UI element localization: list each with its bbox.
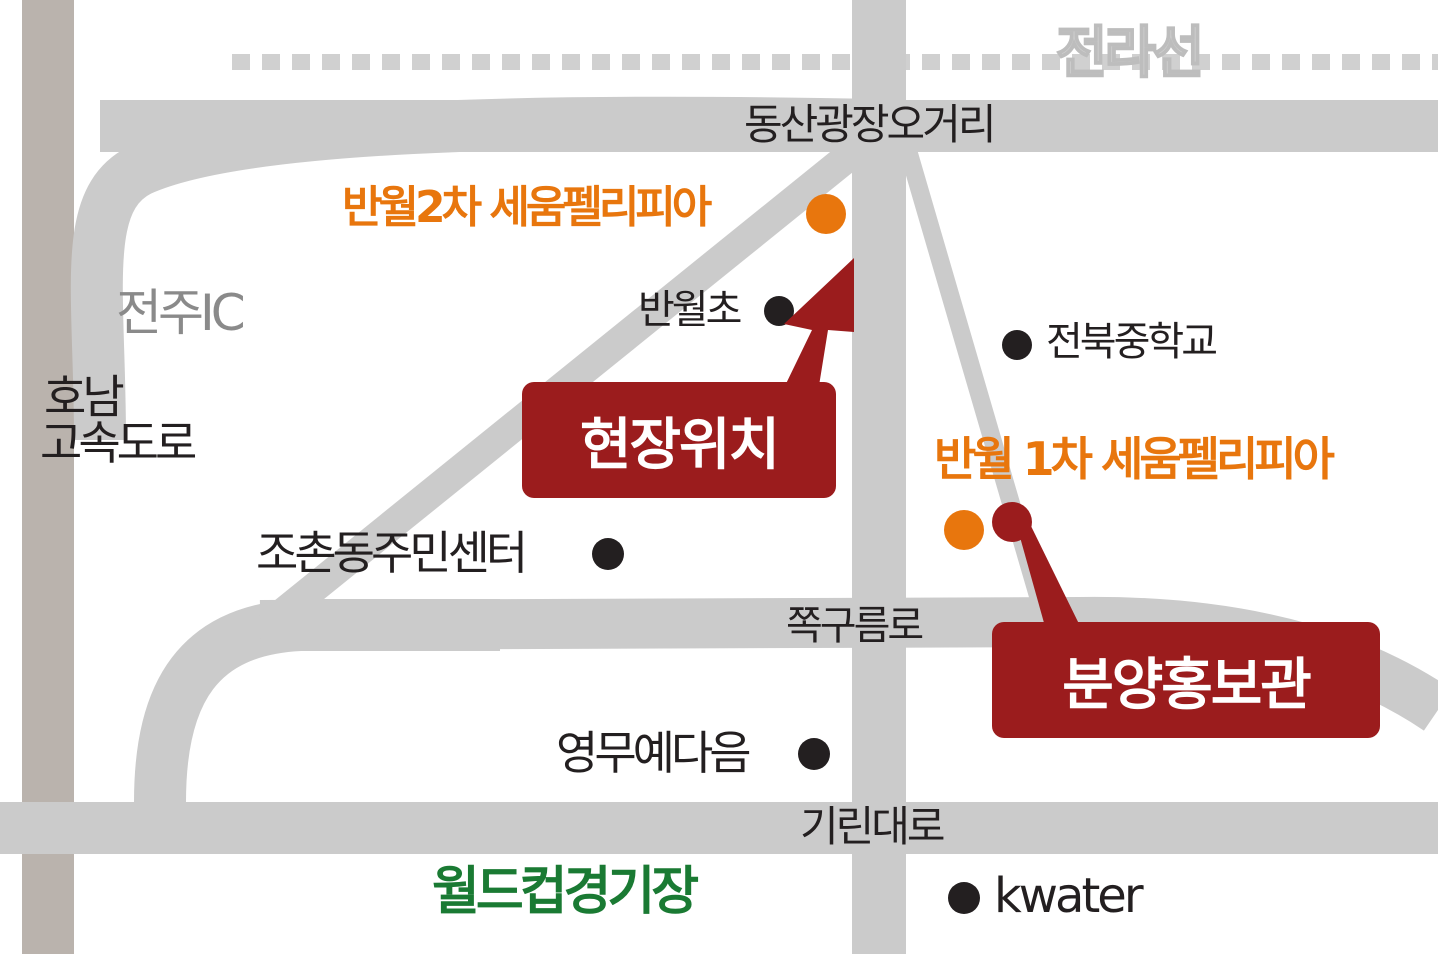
landmark-kwater: kwater — [994, 868, 1144, 924]
landmark-jeonbuk-middle: 전북중학교 — [1046, 319, 1218, 365]
model-house-callout-pointer — [1018, 524, 1082, 630]
site-location-callout: 현장위치 — [522, 382, 836, 498]
landmark-yeongmu: 영무예다음 — [556, 726, 752, 780]
landmark-jochon-center: 조촌동주민센터 — [256, 526, 528, 580]
north-road — [100, 100, 1438, 152]
south-road-crossing — [852, 802, 906, 854]
south-road-label: 기린대로 — [800, 802, 946, 851]
highway-label-line2: 고속도로 — [40, 416, 197, 470]
landmark-jeonbuk-middle-dot — [1002, 330, 1032, 360]
landmark-yeongmu-dot — [798, 738, 830, 770]
apartment-phase1-dot — [944, 510, 984, 550]
landmark-jochon-center-dot — [592, 538, 624, 570]
diagonal-road-west — [258, 123, 885, 637]
apartment-phase1-label: 반월 1차 세움펠리피아 — [934, 432, 1335, 486]
apartment-phase2-label: 반월2차 세움펠리피아 — [342, 182, 712, 233]
landmark-kwater-dot — [948, 882, 980, 914]
apartment-phase2-dot — [806, 194, 846, 234]
north-road-label: 동산광장오거리 — [744, 100, 996, 149]
landmark-worldcup-stadium: 월드컵경기장 — [432, 862, 699, 922]
landmark-banwol-elementary: 반월초 — [638, 287, 742, 333]
highway-road — [22, 0, 74, 954]
south-road — [0, 802, 1438, 854]
railway-label: 전라선 — [1055, 21, 1206, 86]
interchange-label: 전주IC — [116, 284, 246, 342]
highway-label-line1: 호남 — [44, 370, 125, 424]
middle-road-label: 쪽구름로 — [786, 603, 924, 649]
model-house-callout: 분양홍보관 — [992, 622, 1380, 738]
site-callout-pointer — [782, 258, 854, 392]
